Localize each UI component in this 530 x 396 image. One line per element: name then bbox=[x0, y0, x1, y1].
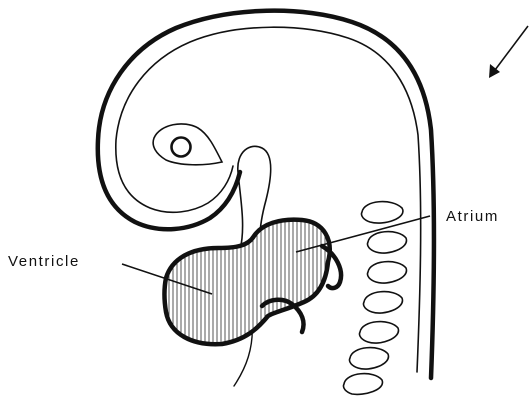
arrow-shaft bbox=[492, 26, 528, 74]
embryo-inner-outline bbox=[116, 27, 421, 372]
somite bbox=[363, 292, 402, 313]
somite bbox=[367, 232, 406, 253]
ventricle-label: Ventricle bbox=[8, 253, 80, 270]
somite bbox=[367, 262, 406, 283]
eye-outline bbox=[153, 124, 222, 165]
somite bbox=[361, 202, 402, 223]
somite bbox=[349, 348, 388, 369]
somite bbox=[359, 322, 398, 343]
eye-lens bbox=[172, 138, 191, 157]
somite bbox=[343, 374, 382, 395]
atrium-label: Atrium bbox=[446, 208, 499, 225]
embryo-outer-outline bbox=[98, 11, 434, 378]
direction-arrow bbox=[489, 26, 528, 78]
